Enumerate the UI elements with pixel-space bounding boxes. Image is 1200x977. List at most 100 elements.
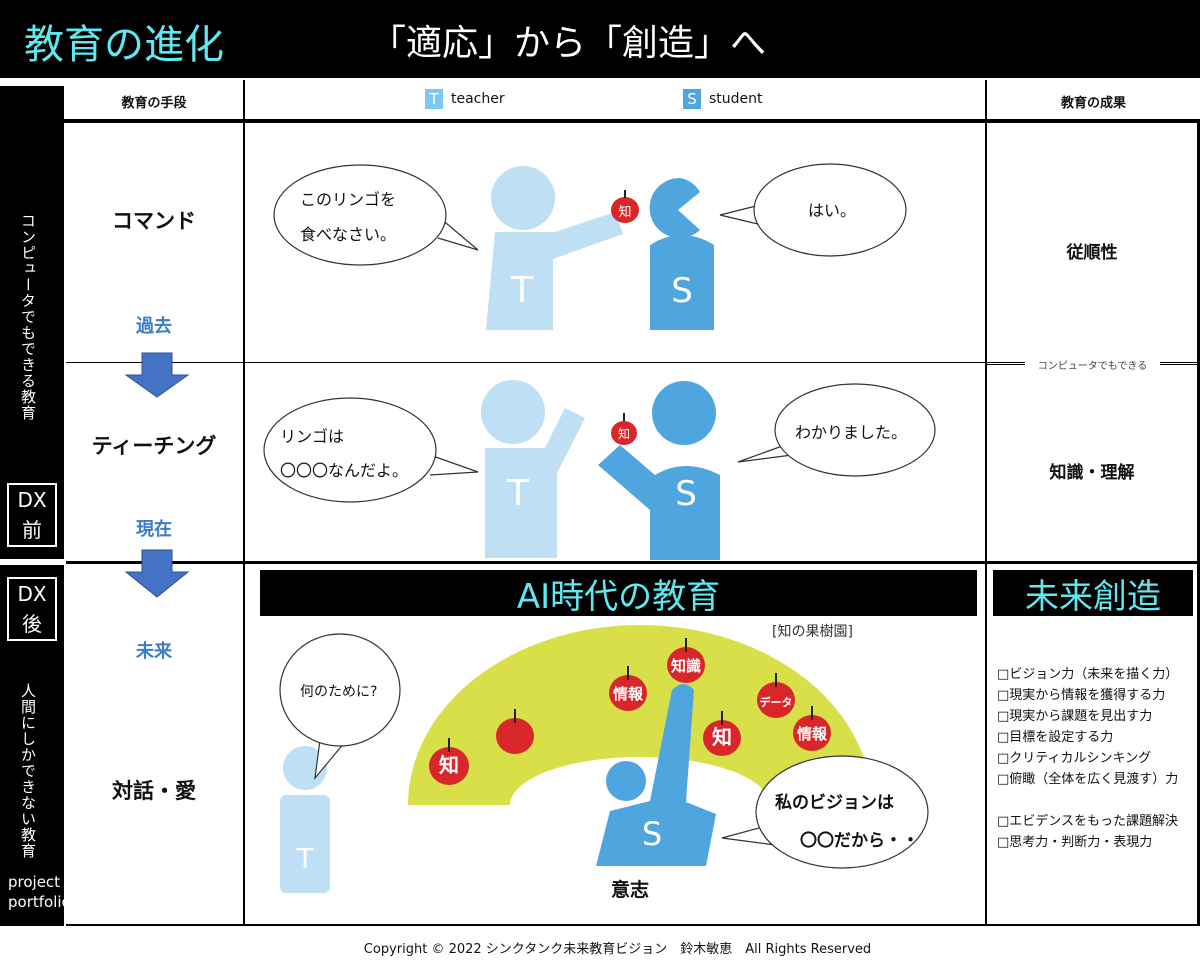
apple-icon: 情報 bbox=[793, 706, 831, 751]
time-present: 現在 bbox=[136, 519, 172, 540]
page-title: 教育の進化 bbox=[24, 22, 224, 68]
student-icon: S bbox=[683, 89, 701, 109]
pbl-label: project based learning portfolio bbox=[8, 872, 177, 912]
label-computer-education: コンピュータでもできる教育 bbox=[19, 213, 37, 421]
teacher-figure: T bbox=[280, 746, 330, 893]
skill-item: □俯瞰（全体を広く見渡す）力 bbox=[997, 772, 1179, 787]
orchard-label: [知の果樹園] bbox=[772, 623, 853, 640]
speech-bubble-student bbox=[774, 383, 936, 477]
label-human-education: 人間にしかできない教育 bbox=[19, 683, 37, 859]
apple-icon: データ bbox=[757, 673, 795, 718]
teacher-figure: T bbox=[486, 166, 623, 330]
legend-student-label: student bbox=[709, 91, 763, 107]
bubble-tail bbox=[429, 454, 479, 476]
header-bar: 教育の進化 「適応」から「創造」へ bbox=[0, 0, 1200, 78]
legend-teacher: T teacher bbox=[425, 89, 505, 109]
bubble-tail bbox=[737, 444, 793, 463]
dx-before-badge: DX 前 bbox=[7, 483, 57, 547]
knowledge-orchard bbox=[408, 625, 872, 805]
apple-label: 知 bbox=[618, 204, 631, 220]
apple-icon: 知 bbox=[703, 711, 741, 756]
left-band-after: DX 後 人間にしかできない教育 bbox=[0, 565, 64, 926]
time-future: 未来 bbox=[136, 641, 172, 662]
apple-label: 知 bbox=[439, 753, 459, 777]
skill-item: □クリティカルシンキング bbox=[997, 751, 1152, 766]
skill-item: □目標を設定する力 bbox=[997, 730, 1114, 745]
apple-icon: 知 bbox=[611, 413, 637, 445]
bubble-text: このリンゴを bbox=[300, 190, 396, 209]
student-figure: S bbox=[598, 381, 720, 560]
page-subtitle: 「適応」から「創造」へ bbox=[370, 23, 767, 64]
row-rule bbox=[66, 561, 1200, 564]
row-rule bbox=[66, 924, 1200, 926]
row-rule bbox=[66, 362, 1200, 363]
will-label: 意志 bbox=[611, 878, 649, 901]
time-past: 過去 bbox=[136, 316, 172, 337]
skill-item: □思考力・判断力・表現力 bbox=[997, 835, 1153, 850]
pbl-text: project based learning bbox=[8, 872, 177, 892]
skill-item: □ビジョン力（未来を描く力） bbox=[997, 667, 1179, 682]
legend-teacher-label: teacher bbox=[451, 91, 505, 107]
divider bbox=[985, 80, 987, 925]
future-creation-banner: 未来創造 bbox=[993, 570, 1193, 617]
skill-item: □エビデンスをもった課題解決 bbox=[997, 814, 1179, 829]
speech-bubble-teacher bbox=[279, 633, 401, 747]
result-knowledge: 知識・理解 bbox=[1049, 463, 1135, 483]
svg-text:T: T bbox=[506, 473, 530, 514]
bubble-text: はい。 bbox=[808, 201, 856, 220]
apple-label: 知 bbox=[712, 725, 732, 749]
apple-label: 情報 bbox=[613, 685, 644, 703]
apple-icon: 知 bbox=[611, 190, 639, 223]
column-header-result: 教育の成果 bbox=[1060, 95, 1126, 111]
teacher-icon: T bbox=[425, 89, 443, 109]
divider-label: コンピュータでもできる bbox=[1025, 356, 1160, 372]
apple-icon: 情報 bbox=[609, 666, 647, 711]
bubble-text: 食べなさい。 bbox=[300, 225, 396, 244]
timeline-arrows bbox=[124, 352, 190, 598]
bubble-tail bbox=[437, 217, 479, 251]
means-command: コマンド bbox=[112, 209, 196, 233]
apple-label: 情報 bbox=[797, 725, 828, 743]
apple-label: データ bbox=[760, 695, 793, 709]
skill-item: □現実から情報を獲得する力 bbox=[997, 688, 1166, 703]
column-header-means: 教育の手段 bbox=[121, 95, 187, 111]
svg-text:T: T bbox=[295, 842, 314, 875]
ai-era-banner: AI時代の教育 bbox=[260, 570, 977, 617]
apple-icon bbox=[496, 709, 534, 754]
arrow-down-icon bbox=[124, 549, 190, 598]
bubble-text: 〇〇〇なんだよ。 bbox=[280, 461, 408, 480]
dx-label: 後 bbox=[22, 612, 42, 636]
bubble-text: 何のために? bbox=[300, 684, 377, 700]
skill-item: □現実から課題を見出す力 bbox=[997, 709, 1153, 724]
speech-bubble-teacher bbox=[263, 397, 437, 503]
header-rule bbox=[0, 119, 1200, 123]
student-figure: S bbox=[649, 177, 714, 330]
bubble-tail bbox=[314, 739, 346, 780]
footer-copyright: Copyright © 2022 シンクタンク未来教育ビジョン 鈴木敏恵 All… bbox=[363, 942, 872, 957]
dx-label: DX bbox=[17, 488, 47, 512]
apple-label: 知識 bbox=[671, 657, 701, 675]
bubble-text: リンゴは bbox=[280, 427, 344, 446]
teacher-figure: T bbox=[481, 380, 585, 558]
divider bbox=[243, 80, 245, 925]
speech-bubble-teacher bbox=[273, 164, 447, 266]
apple-label: 知 bbox=[618, 427, 630, 441]
right-border bbox=[1197, 120, 1200, 926]
left-band-before: コンピュータでもできる教育 DX 前 bbox=[0, 123, 64, 559]
svg-text:S: S bbox=[642, 815, 662, 853]
student-figure: S bbox=[596, 684, 716, 866]
bubble-text: わかりました。 bbox=[795, 423, 907, 442]
means-teaching: ティーチング bbox=[91, 434, 217, 458]
dx-label: DX bbox=[17, 582, 47, 606]
dx-label: 前 bbox=[22, 518, 42, 542]
bubble-tail bbox=[719, 204, 763, 226]
legend-student: S student bbox=[683, 89, 763, 109]
svg-text:T: T bbox=[510, 270, 534, 311]
speech-bubble-student bbox=[753, 163, 907, 257]
skills-list: □ビジョン力（未来を描く力） □現実から情報を獲得する力 □現実から課題を見出す… bbox=[997, 664, 1178, 853]
result-obedience: 従順性 bbox=[1066, 243, 1118, 263]
dx-after-badge: DX 後 bbox=[7, 577, 57, 641]
